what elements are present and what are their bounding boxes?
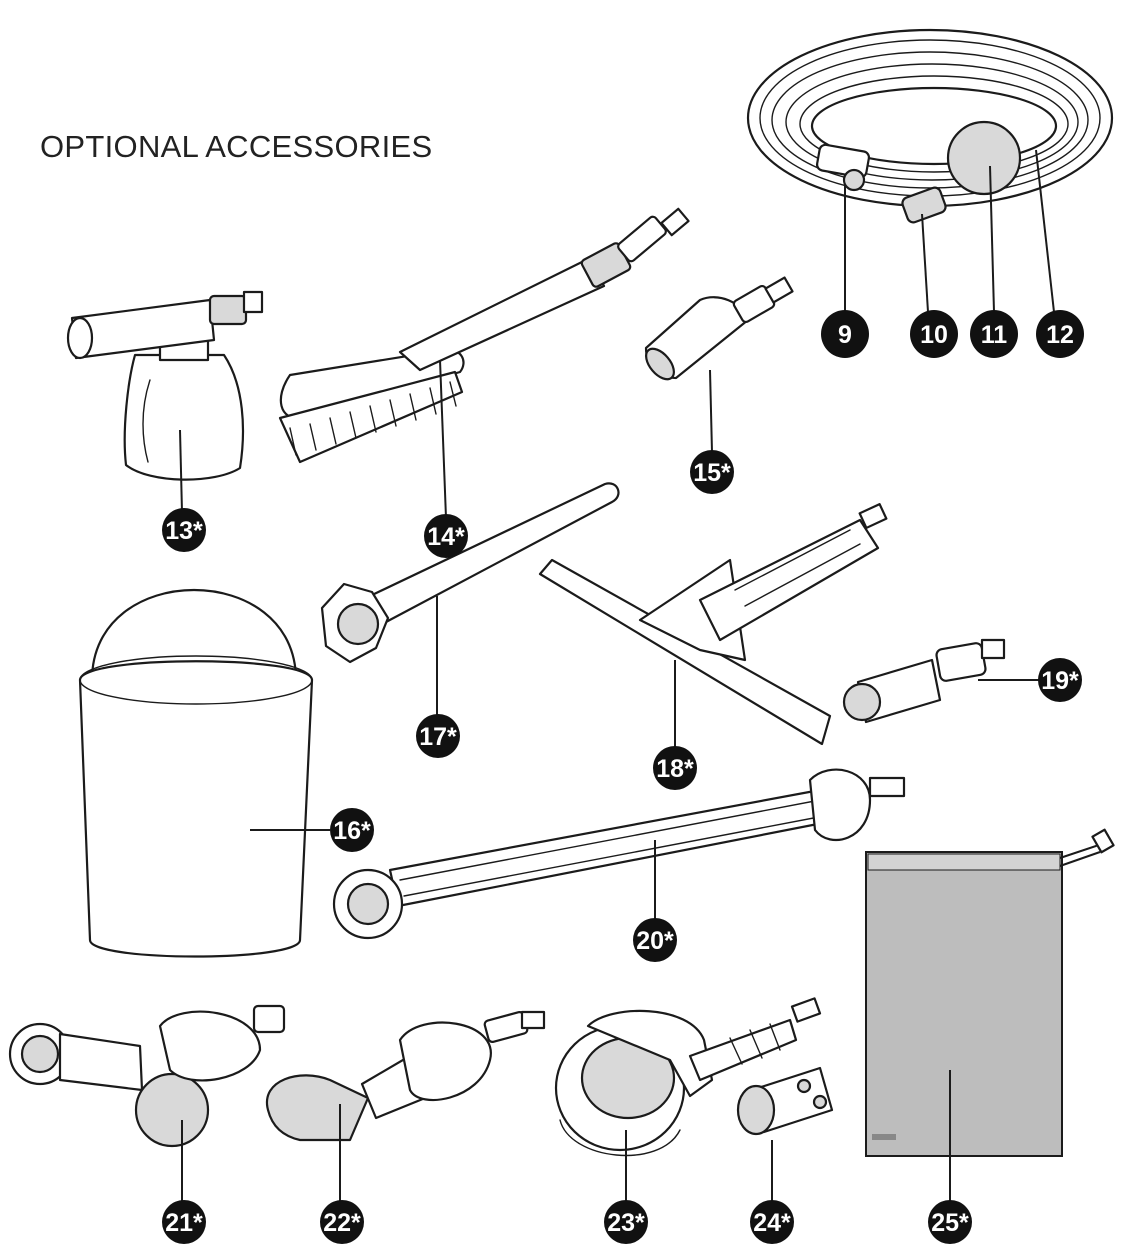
svg-text:20*: 20* [636, 927, 674, 955]
foam-nozzle-drawing [66, 290, 264, 481]
callout-14: 14* [424, 514, 468, 558]
extension-rod-drawing [320, 482, 620, 664]
callout-12: 12 [1036, 310, 1084, 358]
callout-18: 18* [653, 746, 697, 790]
rotary-nozzle-drawing [644, 276, 794, 381]
svg-text:22*: 22* [323, 1209, 361, 1237]
callout-11: 11 [970, 310, 1018, 358]
storage-bag-drawing [865, 828, 1115, 1157]
callout-20: 20* [633, 918, 677, 962]
callout-19: 19* [1038, 658, 1082, 702]
squeegee-drawing [538, 503, 888, 746]
angle-adapter-drawing [8, 1004, 286, 1148]
svg-text:18*: 18* [656, 755, 694, 783]
adapter-drawing [842, 638, 1006, 724]
page-title: OPTIONAL ACCESSORIES [40, 128, 433, 164]
svg-text:14*: 14* [427, 523, 465, 551]
svg-text:17*: 17* [419, 723, 457, 751]
hose-coil-drawing [746, 28, 1114, 224]
svg-text:21*: 21* [165, 1209, 203, 1237]
svg-text:11: 11 [981, 321, 1008, 349]
callout-10: 10 [910, 310, 958, 358]
callout-25: 25* [928, 1200, 972, 1244]
rotary-brush-drawing [554, 997, 822, 1157]
callout-15: 15* [690, 450, 734, 494]
svg-text:25*: 25* [931, 1209, 969, 1237]
svg-text:16*: 16* [333, 817, 371, 845]
callout-17: 17* [416, 714, 460, 758]
coupling-drawing [736, 1066, 834, 1136]
svg-text:9: 9 [838, 321, 852, 349]
svg-text:15*: 15* [693, 459, 731, 487]
callout-16: 16* [330, 808, 374, 852]
svg-text:12: 12 [1046, 321, 1074, 349]
leader-lines [179, 149, 1055, 1202]
callout-21: 21* [162, 1200, 206, 1244]
svg-text:13*: 13* [165, 517, 203, 545]
wash-brush-drawing [278, 207, 690, 464]
svg-text:10: 10 [920, 321, 948, 349]
svg-text:19*: 19* [1041, 667, 1079, 695]
cone-nozzle-drawing [265, 1010, 546, 1142]
callout-13: 13* [162, 508, 206, 552]
callout-24: 24* [750, 1200, 794, 1244]
callout-23: 23* [604, 1200, 648, 1244]
bucket-drawing [78, 588, 314, 958]
callout-22: 22* [320, 1200, 364, 1244]
callout-9: 9 [821, 310, 869, 358]
svg-text:23*: 23* [607, 1209, 645, 1237]
lance-drawing [332, 768, 906, 940]
svg-text:24*: 24* [753, 1209, 791, 1237]
